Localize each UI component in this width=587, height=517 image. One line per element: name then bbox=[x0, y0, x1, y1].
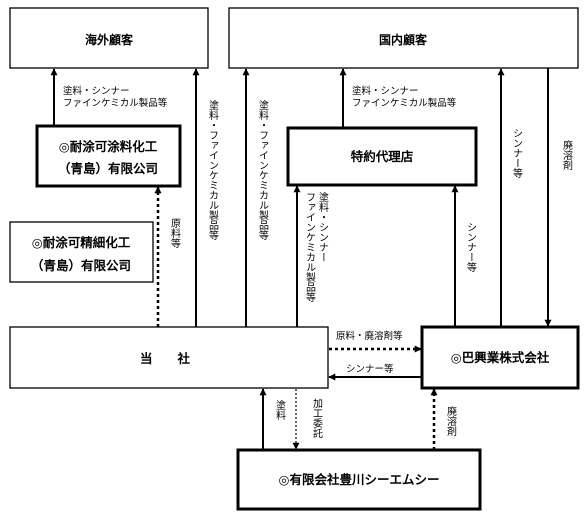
label-company-to-toyokawa: 加工委託 bbox=[311, 398, 323, 439]
label-company-to-agency-2: ファインケミカル製品等 bbox=[304, 192, 316, 302]
box-tomoe-kogyo: ◎巴興業株式会社 bbox=[420, 325, 580, 390]
box-special-agency: 特約代理店 bbox=[286, 126, 478, 187]
label-tomoe-to-agency: シンナー等 bbox=[465, 222, 477, 272]
label-agency-to-domestic-2: ファインケミカル製品等 bbox=[352, 97, 457, 109]
label-toyokawa-to-tomoe: 廃溶剤 bbox=[445, 405, 457, 437]
box-qingdao-fine: ◎耐涂可精細化工 （青島）有限公司 bbox=[9, 221, 154, 283]
label-raw-to-coating: 原料等 bbox=[169, 218, 181, 248]
box-toyokawa-cmc: ◎有限会社豊川シーエムシー bbox=[236, 448, 482, 511]
box-our-company: 当 社 bbox=[9, 326, 329, 389]
box-tomoe-label: ◎巴興業株式会社 bbox=[451, 350, 550, 365]
box-qingdao-coating-line2: （青島）有限公司 bbox=[58, 161, 158, 176]
box-qingdao-coating: ◎耐涂可涂料化工 （青島）有限公司 bbox=[35, 124, 182, 188]
box-toyokawa-label: ◎有限会社豊川シーエムシー bbox=[279, 472, 440, 487]
box-qingdao-fine-line2: （青島）有限公司 bbox=[31, 258, 131, 273]
box-domestic-customers: 国内顧客 bbox=[228, 7, 579, 69]
box-qingdao-coating-line1: ◎耐涂可涂料化工 bbox=[59, 139, 158, 154]
label-tomoe-to-company: シンナー等 bbox=[346, 363, 394, 375]
box-qingdao-fine-line1: ◎耐涂可精細化工 bbox=[32, 235, 131, 250]
label-company-to-tomoe: 原料・廃溶剤等 bbox=[336, 330, 403, 342]
label-toyokawa-to-company: 塗料 bbox=[274, 399, 286, 421]
label-domestic-to-tomoe: 廃溶剤 bbox=[561, 139, 573, 171]
label-company-to-domestic: 塗料・ファインケミカル製品等 bbox=[257, 99, 269, 240]
label-coating-to-overseas-1: 塗料・シンナー bbox=[63, 85, 130, 97]
box-overseas-customers: 海外顧客 bbox=[9, 7, 209, 69]
box-overseas-label: 海外顧客 bbox=[85, 32, 134, 47]
label-agency-to-domestic-1: 塗料・シンナー bbox=[352, 85, 419, 97]
box-agency-label: 特約代理店 bbox=[351, 149, 414, 164]
box-company-label: 当 社 bbox=[140, 351, 191, 366]
label-company-to-agency-1: 塗料・シンナー bbox=[317, 191, 329, 262]
label-coating-to-overseas-2: ファインケミカル製品等 bbox=[63, 97, 168, 109]
label-company-to-overseas: 塗料・ファインケミカル製品等 bbox=[207, 99, 219, 240]
box-domestic-label: 国内顧客 bbox=[379, 32, 428, 47]
label-tomoe-to-domestic: シンナー等 bbox=[511, 128, 523, 178]
